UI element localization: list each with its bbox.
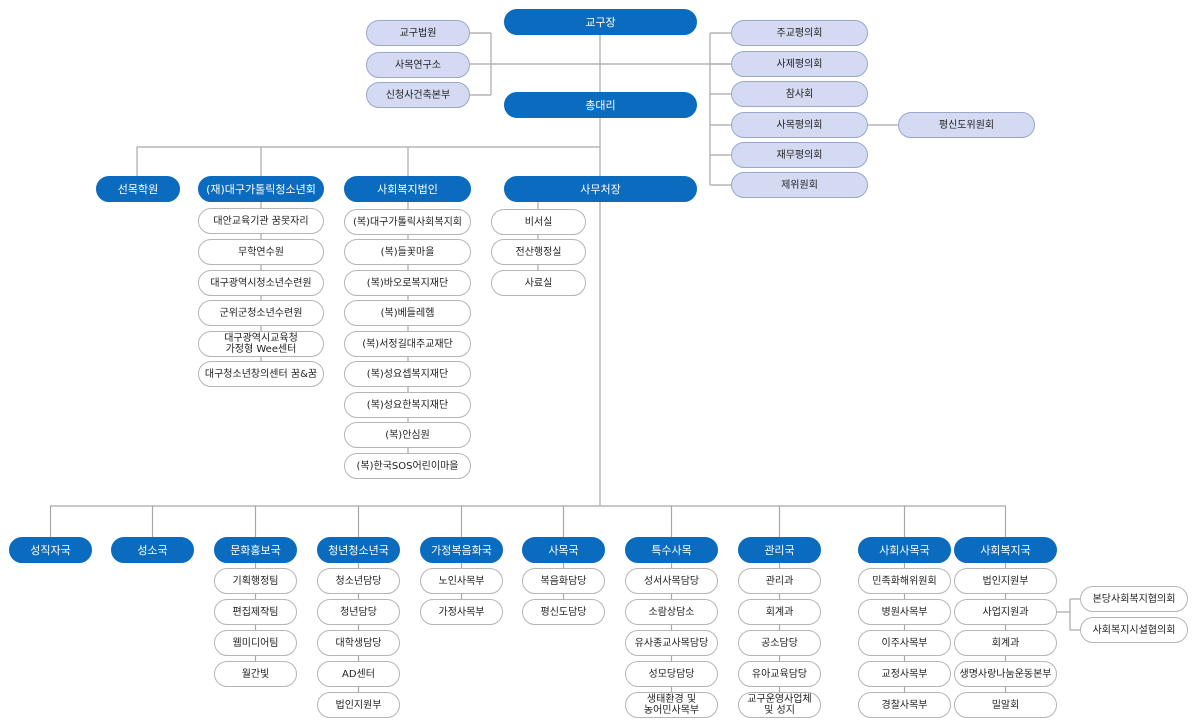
department-item[interactable]: 법인지원부 (954, 568, 1057, 594)
department-box[interactable]: 가정복음화국 (420, 537, 503, 563)
seonmok-school-box[interactable]: 선목학원 (96, 176, 180, 202)
welfare-corp-item[interactable]: (복)한국SOS어린이마을 (344, 453, 471, 479)
department-item[interactable]: 교구운영사업체 및 성지 (738, 692, 821, 718)
department-item[interactable]: 회계과 (738, 599, 821, 625)
department-item[interactable]: 편집제작팀 (214, 599, 297, 625)
youth-foundation-item[interactable]: 대구광역시교육청 가정형 Wee센터 (198, 331, 324, 357)
secretariat-item[interactable]: 전산행정실 (491, 239, 586, 265)
department-item[interactable]: 성모당담당 (625, 661, 718, 687)
department-box[interactable]: 사회사목국 (858, 537, 951, 563)
department-item[interactable]: 평신도담당 (522, 599, 605, 625)
council-building-committee[interactable]: 신청사건축본부 (366, 82, 470, 108)
welfare-corp-box[interactable]: 사회복지법인 (344, 176, 471, 202)
department-item[interactable]: 유아교육담당 (738, 661, 821, 687)
youth-foundation-item[interactable]: 대안교육기관 꿈못자리 (198, 208, 324, 234)
department-item[interactable]: 민족화해위원회 (858, 568, 951, 594)
welfare-corp-item[interactable]: (복)안심원 (344, 422, 471, 448)
department-item[interactable]: 대학생담당 (317, 630, 400, 656)
department-box[interactable]: 특수사목 (625, 537, 718, 563)
department-box[interactable]: 관리국 (738, 537, 821, 563)
youth-foundation-item[interactable]: 대구청소년창의센터 꿈&꿈 (198, 361, 324, 387)
council-priests[interactable]: 사제평의회 (731, 51, 868, 77)
welfare-sub-council[interactable]: 본당사회복지협의회 (1080, 586, 1188, 612)
department-item[interactable]: 법인지원부 (317, 692, 400, 718)
council-committees[interactable]: 제위원회 (731, 172, 868, 198)
department-item[interactable]: 월간빛 (214, 661, 297, 687)
department-item[interactable]: 기획행정팀 (214, 568, 297, 594)
welfare-corp-item[interactable]: (복)바오로복지재단 (344, 270, 471, 296)
welfare-corp-item[interactable]: (복)들꽃마을 (344, 239, 471, 265)
department-item[interactable]: 청소년담당 (317, 568, 400, 594)
youth-foundation-box[interactable]: (재)대구가톨릭청소년회 (198, 176, 324, 202)
welfare-corp-item[interactable]: (복)대구가톨릭사회복지회 (344, 209, 471, 235)
department-box[interactable]: 사목국 (522, 537, 605, 563)
council-laity[interactable]: 평신도위원회 (898, 112, 1035, 138)
department-item[interactable]: 노인사목부 (420, 568, 503, 594)
department-item[interactable]: 이주사목부 (858, 630, 951, 656)
department-box[interactable]: 성소국 (111, 537, 194, 563)
department-item[interactable]: 성서사목담당 (625, 568, 718, 594)
department-item[interactable]: 복음화담당 (522, 568, 605, 594)
welfare-sub-council[interactable]: 사회복지시설협의회 (1080, 617, 1188, 643)
department-item[interactable]: 공소담당 (738, 630, 821, 656)
department-item[interactable]: 웹미디어팀 (214, 630, 297, 656)
vicar-box[interactable]: 총대리 (504, 92, 697, 118)
department-item[interactable]: 회계과 (954, 630, 1057, 656)
department-item[interactable]: 밀알회 (954, 692, 1057, 718)
department-item[interactable]: 관리과 (738, 568, 821, 594)
department-item[interactable]: 사업지원과 (954, 599, 1057, 625)
secretariat-box[interactable]: 사무처장 (504, 176, 697, 202)
department-item[interactable]: 소람상담소 (625, 599, 718, 625)
youth-foundation-item[interactable]: 대구광역시청소년수련원 (198, 270, 324, 296)
secretariat-item[interactable]: 비서실 (491, 209, 586, 235)
council-pastoral-institute[interactable]: 사목연구소 (366, 52, 470, 78)
youth-foundation-item[interactable]: 무학연수원 (198, 239, 324, 265)
bishop-box[interactable]: 교구장 (504, 9, 697, 35)
department-box[interactable]: 청년청소년국 (317, 537, 400, 563)
welfare-corp-item[interactable]: (복)성요한복지재단 (344, 392, 471, 418)
council-chapter[interactable]: 참사회 (731, 81, 868, 107)
department-box[interactable]: 성직자국 (9, 537, 92, 563)
welfare-corp-item[interactable]: (복)베들레헴 (344, 300, 471, 326)
youth-foundation-item[interactable]: 군위군청소년수련원 (198, 300, 324, 326)
department-item[interactable]: AD센터 (317, 661, 400, 687)
welfare-corp-item[interactable]: (복)서정길대주교재단 (344, 331, 471, 357)
department-item[interactable]: 교정사목부 (858, 661, 951, 687)
welfare-corp-item[interactable]: (복)성요셉복지재단 (344, 361, 471, 387)
department-item[interactable]: 병원사목부 (858, 599, 951, 625)
department-box[interactable]: 사회복지국 (954, 537, 1057, 563)
department-item[interactable]: 경찰사목부 (858, 692, 951, 718)
council-tribunal[interactable]: 교구법원 (366, 20, 470, 46)
department-item[interactable]: 생태환경 및 농어민사목부 (625, 692, 718, 718)
department-item[interactable]: 청년담당 (317, 599, 400, 625)
council-pastoral[interactable]: 사목평의회 (731, 112, 868, 138)
department-box[interactable]: 문화홍보국 (214, 537, 297, 563)
department-item[interactable]: 생명사랑나눔운동본부 (954, 661, 1057, 687)
council-finance[interactable]: 재무평의회 (731, 142, 868, 168)
secretariat-item[interactable]: 사료실 (491, 270, 586, 296)
department-item[interactable]: 가정사목부 (420, 599, 503, 625)
council-bishops[interactable]: 주교평의회 (731, 20, 868, 46)
department-item[interactable]: 유사종교사목담당 (625, 630, 718, 656)
